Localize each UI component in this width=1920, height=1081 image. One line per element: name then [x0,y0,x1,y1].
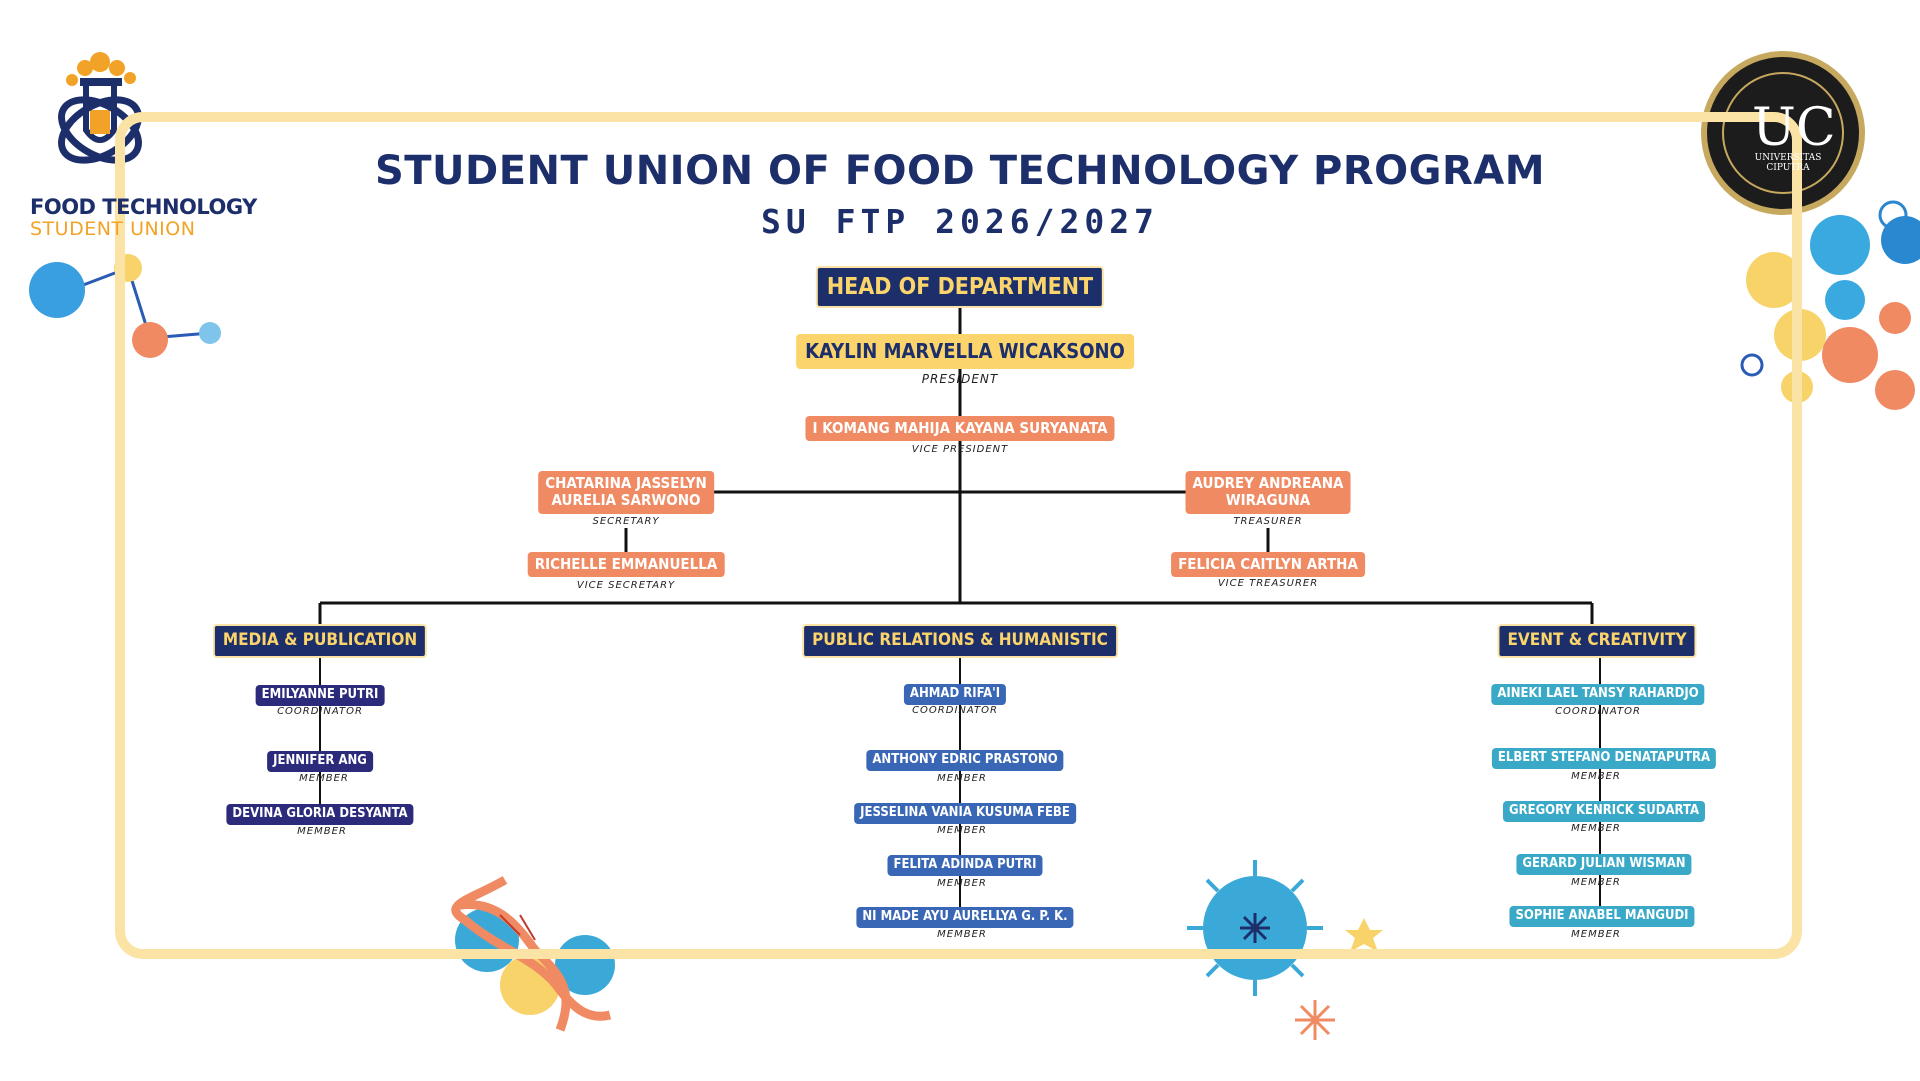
logo-text-line2: STUDENT UNION [30,218,196,240]
vice-secretary-name: RICHELLE EMMANUELLA [527,552,725,578]
division-event-title: EVENT & CREATIVITY [1497,624,1697,658]
division-pr-title: PUBLIC RELATIONS & HUMANISTIC [802,624,1118,658]
event-member-name: SOPHIE ANABEL MANGUDI [1509,906,1695,927]
secretary-name: CHATARINA JASSELYN AURELIA SARWONO [538,471,714,514]
treasurer-role: TREASURER [1233,516,1303,527]
media-member-role: MEMBER [297,826,347,837]
pr-member-name: ANTHONY EDRIC PRASTONO [866,750,1064,771]
media-member-name: DEVINA GLORIA DESYANTA [226,804,414,825]
secretary-role: SECRETARY [592,516,660,527]
secretary-name-line1: CHATARINA JASSELYN [545,474,707,492]
event-member-name: AINEKI LAEL TANSY RAHARDJO [1491,684,1705,705]
event-member-role: MEMBER [1571,929,1621,940]
molecule-right-icon [1740,200,1920,410]
vice-president-name: I KOMANG MAHIJA KAYANA SURYANATA [805,416,1115,442]
logo-text-line1: FOOD TECHNOLOGY [30,195,257,219]
event-member-name: ELBERT STEFANO DENATAPUTRA [1491,748,1717,769]
treasurer-name-line1: AUDREY ANDREANA [1192,474,1344,492]
treasurer-name-line2: WIRAGUNA [1225,491,1311,510]
pr-member-role: MEMBER [937,773,987,784]
vice-secretary-role: VICE SECRETARY [576,580,676,591]
vice-treasurer-name: FELICIA CAITLYN ARTHA [1171,552,1365,578]
head-of-department-box: HEAD OF DEPARTMENT [815,266,1105,309]
event-member-role: MEMBER [1571,823,1621,834]
pr-member-name: AHMAD RIFA'I [903,684,1007,705]
pr-member-role: COORDINATOR [912,705,998,716]
logo-emblem-icon [58,52,142,164]
president-name: KAYLIN MARVELLA WICAKSONO [796,334,1134,369]
seal-letters: UC [1752,98,1836,158]
treasurer-name: AUDREY ANDREANA WIRAGUNA [1185,471,1351,514]
president-role: PRESIDENT [921,372,999,386]
pr-member-role: MEMBER [937,878,987,889]
pr-member-name: FELITA ADINDA PUTRI [887,855,1043,876]
seal-name: UNIVERSITAS CIPUTRA [1754,153,1822,173]
event-member-role: MEMBER [1571,771,1621,782]
pr-member-name: JESSELINA VANIA KUSUMA FEBE [854,803,1076,824]
event-member-role: COORDINATOR [1555,706,1641,717]
media-member-name: EMILYANNE PUTRI [255,685,385,706]
chart-frame [115,112,1802,959]
pr-member-role: MEMBER [937,825,987,836]
division-media-title: MEDIA & PUBLICATION [212,624,428,658]
event-member-name: GERARD JULIAN WISMAN [1516,854,1692,875]
secretary-name-line2: AURELIA SARWONO [551,491,701,510]
media-member-name: JENNIFER ANG [267,751,373,772]
vice-treasurer-role: VICE TREASURER [1217,578,1319,589]
media-member-role: COORDINATOR [277,706,363,717]
page-subtitle: SU FTP 2026/2027 [761,202,1159,241]
event-member-role: MEMBER [1571,877,1621,888]
vice-president-role: VICE PRESIDENT [911,444,1009,455]
page-title: STUDENT UNION OF FOOD TECHNOLOGY PROGRAM [374,148,1546,194]
pr-member-name: NI MADE AYU AURELLYA G. P. K. [856,907,1074,928]
media-member-role: MEMBER [299,773,349,784]
event-member-name: GREGORY KENRICK SUDARTA [1502,801,1706,822]
pr-member-role: MEMBER [937,929,987,940]
